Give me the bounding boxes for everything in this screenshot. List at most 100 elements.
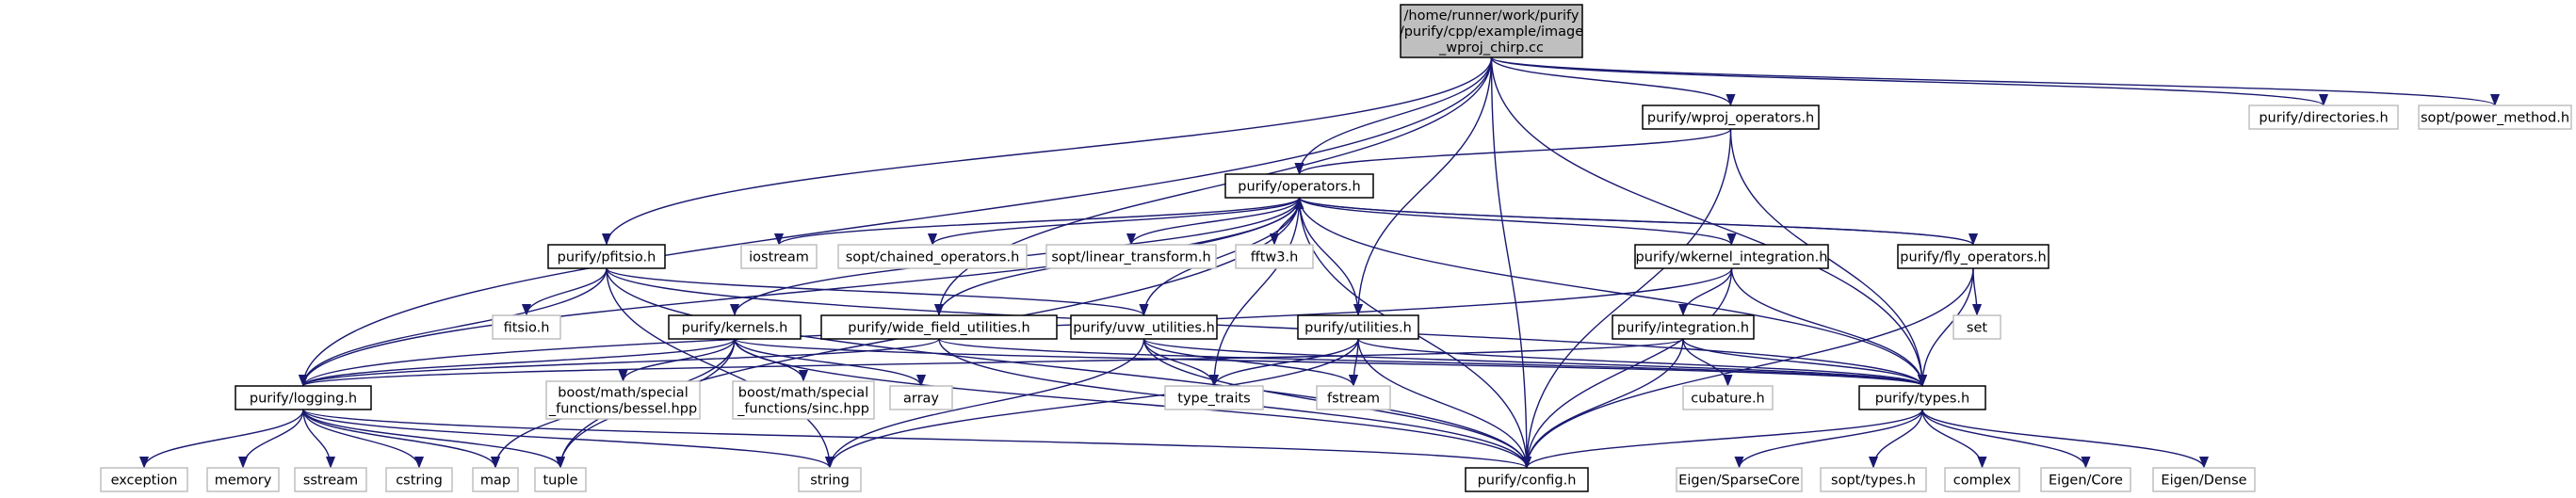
edge-logging-to-cstring [302, 409, 424, 469]
node-label: _functions/bessel.hpp [548, 402, 697, 417]
edge-uvw_utilities-to-string [825, 338, 1145, 469]
edge-root-to-power_method [1490, 56, 2500, 106]
node-box [294, 467, 367, 492]
edge-logging-to-exception [139, 409, 304, 469]
edge-utilities-to-type_traits [1209, 338, 1359, 387]
edge-operators-to-wkernel_integration [1298, 197, 1737, 246]
node-box [798, 467, 862, 492]
node-uvw-utilities[interactable]: purify/uvw_utilities.h [1070, 314, 1218, 340]
node-complex: complex [1944, 467, 2020, 492]
node-box [2248, 104, 2399, 130]
node-box [2040, 467, 2131, 492]
node-root[interactable]: /home/runner/work/purify/purify/cpp/exam… [1400, 4, 1583, 58]
node-string: string [798, 467, 862, 492]
edge-operators-to-chained_operators [928, 197, 1301, 246]
edge-root-to-pfitsio [602, 56, 1493, 246]
node-chained-operators: sopt/chained_operators.h [837, 244, 1028, 269]
node-label: purify/logging.h [250, 392, 357, 407]
edge-root-to-operators [1294, 56, 1493, 175]
node-label: sopt/linear_transform.h [1051, 250, 1210, 265]
node-utilities[interactable]: purify/utilities.h [1297, 314, 1419, 340]
node-map: map [472, 467, 519, 492]
edge-operators-to-type_traits [1208, 197, 1301, 387]
edge-pfitsio-to-fitsio [522, 267, 608, 316]
edge-wide_field_utilities-to-logging [299, 338, 940, 387]
edge-fly_operators-to-operators [1294, 197, 1974, 246]
edge-types-to-complex [1921, 409, 1987, 469]
node-box [820, 314, 1058, 340]
node-box [206, 467, 280, 492]
node-label: fftw3.h [1251, 250, 1299, 265]
node-label: purify/operators.h [1238, 180, 1360, 195]
node-box [534, 467, 587, 492]
node-wide-field-utilities[interactable]: purify/wide_field_utilities.h [820, 314, 1058, 340]
node-label: purify/kernels.h [682, 321, 788, 336]
node-label: sstream [303, 474, 358, 489]
node-label: exception [111, 474, 178, 489]
node-types[interactable]: purify/types.h [1858, 385, 1986, 410]
edge-root-to-utilities [1353, 56, 1493, 316]
node-power-method: sopt/power_method.h [2418, 104, 2572, 130]
node-wkernel-integration[interactable]: purify/wkernel_integration.h [1634, 244, 1829, 269]
node-box [1297, 314, 1419, 340]
node-wproj-operators[interactable]: purify/wproj_operators.h [1642, 104, 1820, 130]
node-box [1070, 314, 1218, 340]
edge-integration-to-logging [299, 338, 1684, 387]
node-sstream: sstream [294, 467, 367, 492]
nodes: /home/runner/work/purify/purify/cpp/exam… [100, 4, 2572, 492]
node-label: set [1967, 321, 1987, 336]
edge-types-to-eigen_sparsecore [1734, 409, 1923, 469]
edge-types-to-config [1522, 409, 1923, 469]
node-eigen-core: Eigen/Core [2040, 467, 2131, 492]
node-bessel: boost/math/special_functions/bessel.hpp [545, 380, 701, 420]
node-fftw3: fftw3.h [1235, 244, 1314, 269]
node-label: array [903, 392, 939, 407]
edges [139, 56, 2500, 469]
edge-wkernel_integration-to-integration [1677, 267, 1733, 316]
node-config[interactable]: purify/config.h [1465, 467, 1589, 492]
edge-kernels-to-logging [299, 338, 736, 387]
edge-root-to-types [1490, 56, 1928, 387]
node-box [740, 244, 818, 269]
node-label: purify/wide_field_utilities.h [848, 321, 1029, 336]
node-label: Eigen/Core [2049, 474, 2123, 489]
edge-utilities-to-config [1357, 338, 1532, 469]
edge-operators-to-uvw_utilities [1139, 197, 1301, 316]
node-set: set [1952, 314, 2001, 340]
node-linear-transform: sopt/linear_transform.h [1045, 244, 1217, 269]
node-box [385, 467, 453, 492]
node-label: boost/math/special [558, 386, 688, 401]
edge-logging-to-string [302, 409, 834, 469]
node-box [1235, 244, 1314, 269]
node-label: purify/integration.h [1617, 321, 1749, 336]
node-box [1897, 244, 2049, 269]
node-label: tuple [543, 474, 577, 489]
node-box [732, 380, 875, 420]
node-box [472, 467, 519, 492]
node-label: map [480, 474, 510, 489]
node-kernels[interactable]: purify/kernels.h [668, 314, 802, 340]
node-label: sopt/types.h [1831, 474, 1916, 489]
node-label: purify/uvw_utilities.h [1073, 321, 1215, 336]
node-box [1224, 173, 1374, 199]
node-box [1164, 385, 1264, 410]
node-box [1612, 314, 1755, 340]
node-iostream: iostream [740, 244, 818, 269]
node-type-traits: type_traits [1164, 385, 1264, 410]
edge-operators-to-logging [299, 197, 1301, 387]
node-label: iostream [749, 250, 809, 265]
node-pfitsio[interactable]: purify/pfitsio.h [547, 244, 666, 269]
node-fly-operators[interactable]: purify/fly_operators.h [1897, 244, 2049, 269]
node-operators[interactable]: purify/operators.h [1224, 173, 1374, 199]
edge-root-to-wide_field_utilities [934, 56, 1493, 316]
node-label: purify/types.h [1875, 392, 1969, 407]
node-array: array [889, 385, 953, 410]
node-label: fitsio.h [504, 321, 550, 336]
node-label: /purify/cpp/example/image [1400, 24, 1583, 40]
node-label: sopt/power_method.h [2421, 111, 2569, 126]
node-label: Eigen/SparseCore [1678, 474, 1800, 489]
node-logging[interactable]: purify/logging.h [235, 385, 372, 410]
node-integration[interactable]: purify/integration.h [1612, 314, 1755, 340]
edge-logging-to-tuple [302, 409, 565, 469]
edge-logging-to-config [302, 409, 1531, 469]
